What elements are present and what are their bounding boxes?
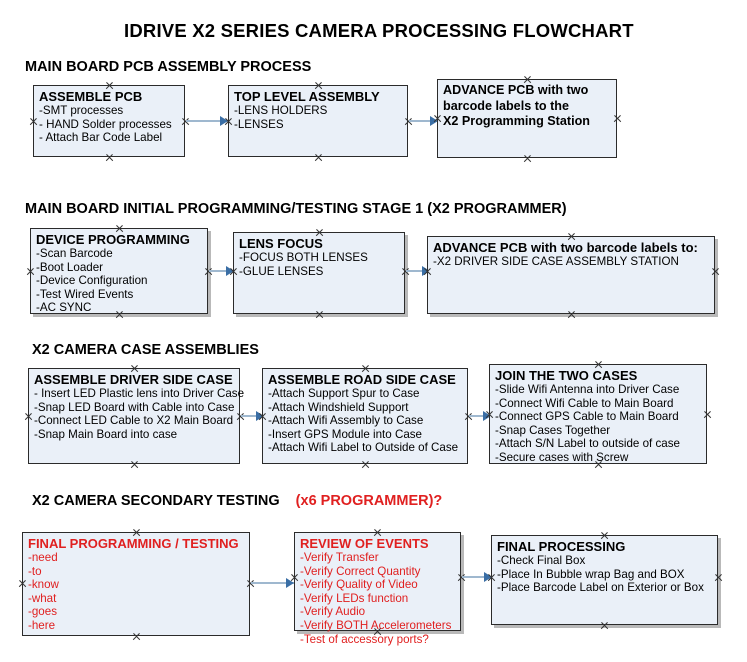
box-header: ADVANCE PCB with two barcode labels to: bbox=[433, 240, 698, 255]
box-header: FINAL PROCESSING bbox=[497, 539, 626, 554]
connector-arrow-icon bbox=[422, 266, 430, 276]
box-header: ASSEMBLE ROAD SIDE CASE bbox=[268, 372, 456, 387]
box-line: -Slide Wifi Antenna into Driver Case bbox=[495, 383, 680, 396]
box-line: -Attach S/N Label to outside of case bbox=[495, 437, 680, 451]
section-heading-main-board-pcb-assembly: MAIN BOARD PCB ASSEMBLY PROCESS bbox=[25, 59, 311, 75]
box-line: -FOCUS BOTH LENSES bbox=[239, 251, 368, 264]
connector-arrow-icon bbox=[484, 572, 492, 582]
box-line: - HAND Solder processes bbox=[39, 117, 172, 131]
box-line: -LENS HOLDERS bbox=[234, 104, 328, 117]
box-line: -Boot Loader bbox=[36, 260, 104, 274]
box-line: -Connect GPS Cable to Main Board bbox=[495, 410, 679, 424]
connector-line bbox=[209, 270, 234, 272]
box-header: ASSEMBLE DRIVER SIDE CASE bbox=[34, 372, 233, 387]
box-line: barcode labels to the bbox=[443, 98, 569, 113]
connector-line bbox=[241, 415, 263, 417]
section-heading-x2-camera-secondary-testing: X2 CAMERA SECONDARY TESTING (x6 PROGRAMM… bbox=[32, 493, 442, 509]
box-advance-pcb-to-x2-programming-station[interactable]: ADVANCE PCB with two barcode labels to t… bbox=[437, 79, 617, 158]
box-header: DEVICE PROGRAMMING bbox=[36, 232, 190, 247]
box-line: -Attach Support Spur to Case bbox=[268, 387, 420, 400]
box-final-processing[interactable]: FINAL PROCESSING -Check Final Box -Place… bbox=[491, 535, 718, 625]
box-line: -Check Final Box bbox=[497, 554, 586, 567]
box-line: -Connect LED Cable to X2 Main Board bbox=[34, 414, 234, 428]
connector-line bbox=[251, 582, 295, 584]
connector-arrow-icon bbox=[483, 411, 491, 421]
box-line: -goes bbox=[28, 605, 58, 619]
connector-line bbox=[406, 270, 429, 272]
box-line: X2 Programming Station bbox=[443, 114, 590, 128]
page-title: IDRIVE X2 SERIES CAMERA PROCESSING FLOWC… bbox=[124, 20, 634, 41]
connector-arrow-icon bbox=[256, 411, 264, 421]
box-line: -AC SYNC bbox=[36, 301, 92, 315]
box-line: -need bbox=[28, 551, 58, 564]
box-header: LENS FOCUS bbox=[239, 236, 323, 251]
box-header: FINAL PROGRAMMING / TESTING bbox=[28, 536, 239, 551]
box-top-level-assembly[interactable]: TOP LEVEL ASSEMBLY -LENS HOLDERS -LENSES bbox=[228, 85, 408, 157]
box-line: -Place In Bubble wrap Bag and BOX bbox=[497, 567, 685, 581]
box-line: -Test Wired Events bbox=[36, 287, 134, 301]
box-review-of-events[interactable]: REVIEW OF EVENTS -Verify Transfer -Verif… bbox=[294, 532, 461, 646]
section-heading-text: X2 CAMERA SECONDARY TESTING bbox=[32, 493, 280, 509]
box-line: - Insert LED Plastic lens into Driver Ca… bbox=[34, 387, 245, 400]
box-line: -Verify Quality of Video bbox=[300, 578, 418, 592]
section-heading-text: MAIN BOARD PCB ASSEMBLY PROCESS bbox=[25, 59, 312, 75]
box-line: -Insert GPS Module into Case bbox=[268, 427, 423, 441]
box-line: -Place Barcode Label on Exterior or Box bbox=[497, 581, 704, 595]
connector-line bbox=[469, 415, 490, 417]
box-line: ADVANCE PCB with two bbox=[443, 83, 589, 97]
box-line: -here bbox=[28, 618, 56, 632]
box-line: -Snap Cases Together bbox=[495, 423, 611, 437]
connector-arrow-icon bbox=[226, 266, 234, 276]
box-header: JOIN THE TWO CASES bbox=[495, 368, 638, 383]
connector-line bbox=[462, 576, 492, 578]
box-line: -know bbox=[28, 578, 59, 592]
box-header: REVIEW OF EVENTS bbox=[300, 536, 429, 551]
box-line: -LENSES bbox=[234, 117, 284, 131]
box-header: ASSEMBLE PCB bbox=[39, 89, 143, 104]
box-assemble-driver-side-case[interactable]: ASSEMBLE DRIVER SIDE CASE - Insert LED P… bbox=[28, 368, 245, 464]
connector-arrow-icon bbox=[220, 116, 228, 126]
box-line: -Scan Barcode bbox=[36, 247, 113, 260]
box-line: -Attach Wifi Label to Outside of Case bbox=[268, 441, 459, 455]
box-line: -Connect Wifi Cable to Main Board bbox=[495, 396, 674, 410]
connector-arrow-icon bbox=[286, 578, 294, 588]
section-heading-text: MAIN BOARD INITIAL PROGRAMMING/TESTING S… bbox=[25, 201, 567, 217]
box-final-programming-testing[interactable]: FINAL PROGRAMMING / TESTING -need -to -k… bbox=[22, 532, 250, 636]
box-line: -Verify LEDs function bbox=[300, 591, 409, 605]
connector-line bbox=[186, 120, 228, 122]
box-line: -to bbox=[28, 564, 42, 578]
box-line: -Verify Correct Quantity bbox=[300, 564, 421, 578]
box-line: - Attach Bar Code Label bbox=[39, 131, 163, 145]
box-device-programming[interactable]: DEVICE PROGRAMMING -Scan Barcode -Boot L… bbox=[30, 228, 208, 314]
box-line: -Verify Audio bbox=[300, 605, 366, 619]
box-line: -Secure cases with Screw bbox=[495, 450, 629, 464]
box-line: -Snap LED Board with Cable into Case bbox=[34, 400, 235, 414]
box-line: -Attach Wifi Assembly to Case bbox=[268, 414, 424, 428]
section-heading-main-board-initial-programming: MAIN BOARD INITIAL PROGRAMMING/TESTING S… bbox=[25, 201, 567, 217]
box-line: -SMT processes bbox=[39, 104, 124, 117]
box-lens-focus[interactable]: LENS FOCUS -FOCUS BOTH LENSES -GLUE LENS… bbox=[233, 232, 405, 314]
box-assemble-pcb[interactable]: ASSEMBLE PCB -SMT processes - HAND Solde… bbox=[33, 85, 185, 157]
section-heading-x2-camera-case-assemblies: X2 CAMERA CASE ASSEMBLIES bbox=[32, 342, 259, 358]
box-line: -Attach Windshield Support bbox=[268, 400, 409, 414]
section-heading-text: X2 CAMERA CASE ASSEMBLIES bbox=[32, 342, 259, 358]
box-line-overflow: -Test of accessory ports? bbox=[300, 632, 429, 646]
box-line: -GLUE LENSES bbox=[239, 264, 324, 278]
box-line: -Verify Transfer bbox=[300, 551, 379, 564]
connector-line bbox=[409, 120, 438, 122]
box-join-the-two-cases[interactable]: JOIN THE TWO CASES -Slide Wifi Antenna i… bbox=[489, 364, 707, 464]
box-line: -Verify BOTH Accelerometers bbox=[300, 618, 452, 632]
box-line: -Device Configuration bbox=[36, 274, 148, 288]
box-line: -what bbox=[28, 591, 57, 605]
box-line: -X2 DRIVER SIDE CASE ASSEMBLY STATION bbox=[433, 255, 679, 268]
box-header: TOP LEVEL ASSEMBLY bbox=[234, 89, 380, 104]
section-heading-note: (x6 PROGRAMMER)? bbox=[295, 493, 443, 509]
box-assemble-road-side-case[interactable]: ASSEMBLE ROAD SIDE CASE -Attach Support … bbox=[262, 368, 468, 464]
box-advance-pcb-to-driver-side-case[interactable]: ADVANCE PCB with two barcode labels to: … bbox=[427, 236, 715, 314]
connector-arrow-icon bbox=[430, 116, 438, 126]
box-line: -Snap Main Board into case bbox=[34, 427, 178, 441]
